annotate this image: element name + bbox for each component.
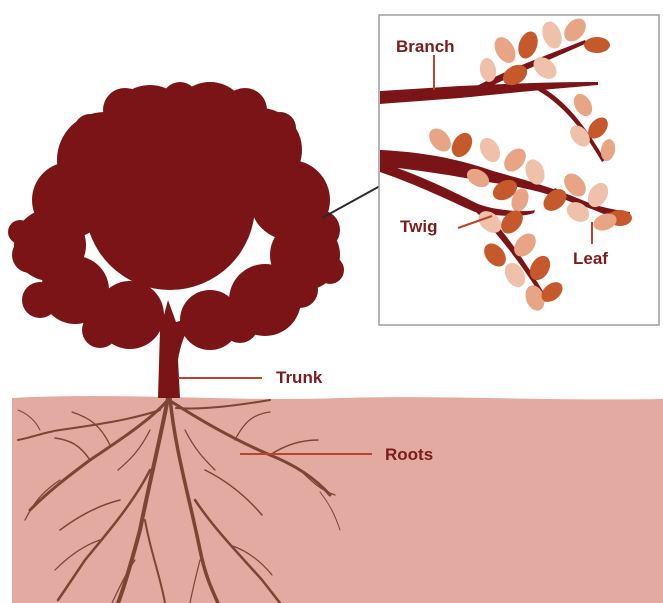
leaf-label: Leaf: [573, 249, 608, 268]
trunk-label: Trunk: [276, 368, 323, 387]
twig-label: Twig: [400, 217, 437, 236]
tree-canopy: [8, 82, 344, 350]
roots-label: Roots: [385, 445, 433, 464]
soil-ground: [12, 396, 663, 603]
branch-label: Branch: [396, 37, 455, 56]
inset-connector-line: [322, 186, 380, 218]
